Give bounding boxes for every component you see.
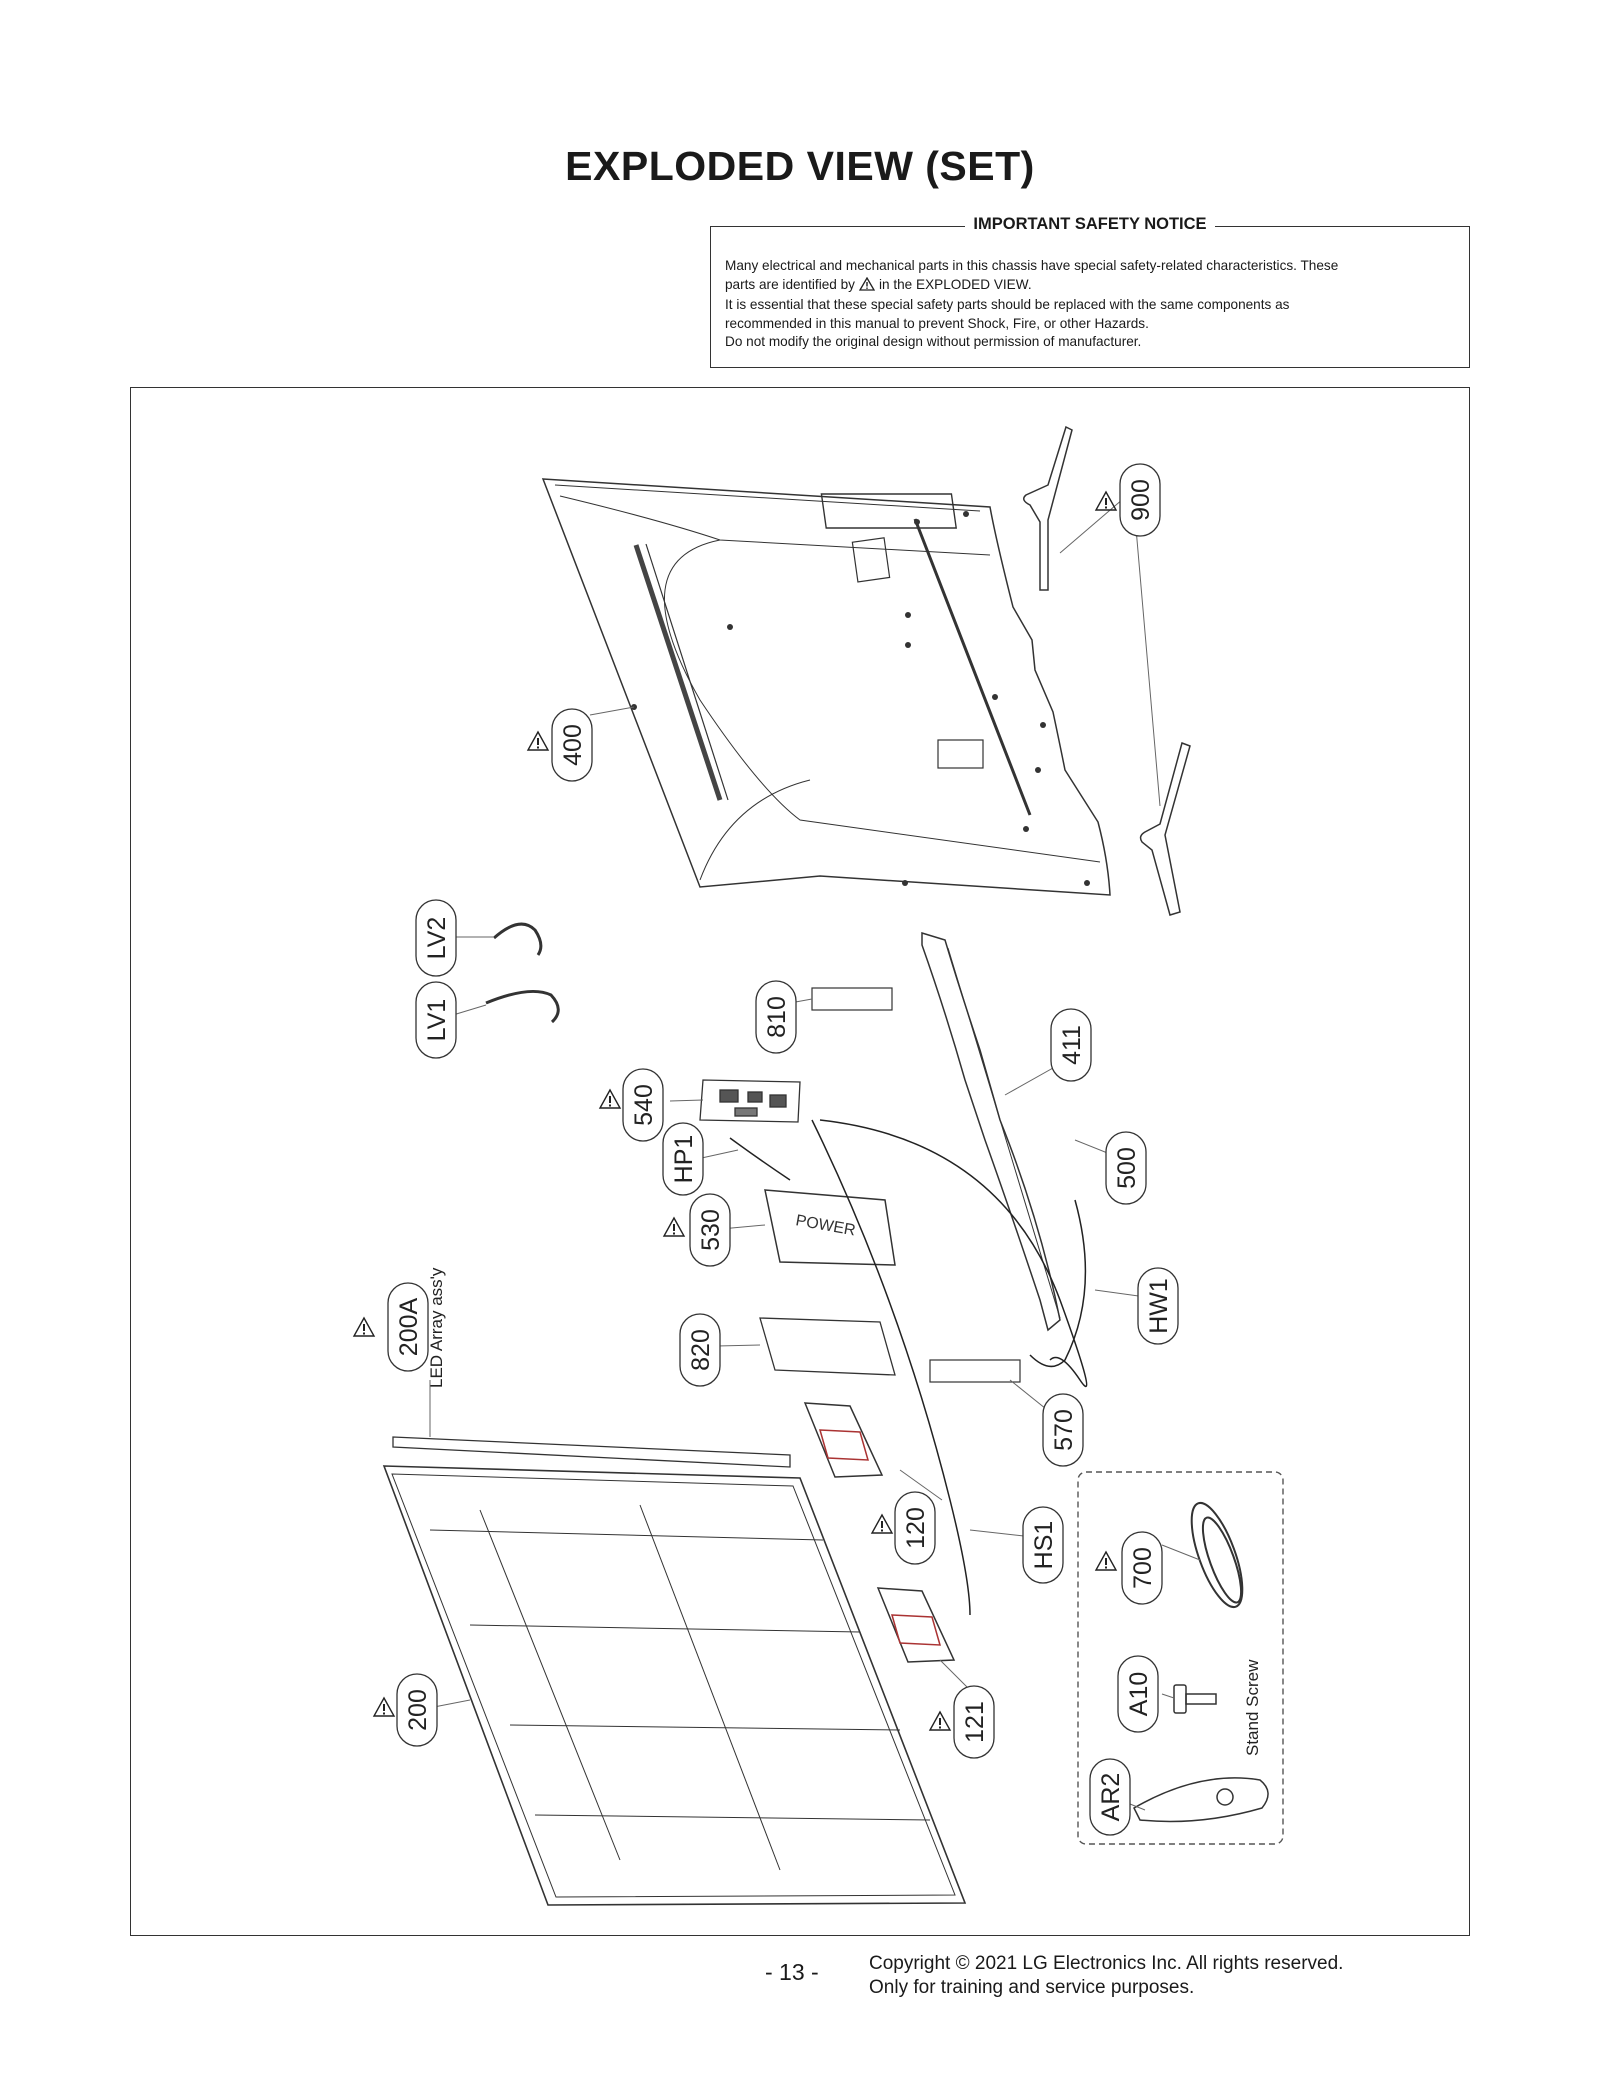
callout-hp1: HP1 (662, 1122, 704, 1196)
callout-121-text: 121 (961, 1701, 989, 1743)
callout-ar2: AR2 (1089, 1758, 1131, 1836)
callout-900: 900 (1119, 463, 1161, 537)
lvds-cable-lv1 (485, 989, 560, 1024)
callout-540: 540 (622, 1068, 664, 1142)
callout-ar2-text: AR2 (1097, 1773, 1125, 1822)
callout-200a-text: 200A (395, 1297, 423, 1356)
callout-810-text: 810 (763, 996, 791, 1038)
speaker-120 (803, 1402, 884, 1478)
warning-triangle-icon (373, 1697, 395, 1717)
notice-line-5: Do not modify the original design withou… (725, 334, 1142, 349)
callout-500-text: 500 (1113, 1147, 1141, 1189)
safety-notice-heading: IMPORTANT SAFETY NOTICE (711, 215, 1469, 234)
main-board (699, 1079, 801, 1123)
display-module (382, 1465, 967, 1906)
callout-hw1-text: HW1 (1145, 1278, 1173, 1334)
warning-triangle-icon (353, 1317, 375, 1337)
back-cover-holes (631, 511, 1090, 886)
callout-hs1-text: HS1 (1030, 1521, 1058, 1570)
warning-triangle-icon (599, 1089, 621, 1109)
page-number: - 13 - (765, 1959, 819, 1985)
notice-line-2a: parts are identified by (725, 276, 855, 292)
warning-triangle-icon (527, 731, 549, 751)
callout-lv2: LV2 (415, 899, 457, 977)
callout-530-text: 530 (697, 1209, 725, 1251)
callout-a10-text: A10 (1125, 1672, 1153, 1716)
accessories-box (1077, 1471, 1284, 1845)
callout-121: 121 (953, 1685, 995, 1759)
wiring (729, 1119, 1088, 1616)
callout-200-text: 200 (404, 1689, 432, 1731)
remote-control (1133, 1777, 1269, 1823)
callout-700: 700 (1121, 1531, 1163, 1605)
warning-triangle-icon (858, 276, 876, 297)
frame-bracket (811, 931, 1061, 1383)
warning-triangle-icon (663, 1217, 685, 1237)
led-array-label: LED Array ass'y (427, 1267, 446, 1388)
notice-line-4: recommended in this manual to prevent Sh… (725, 315, 1149, 331)
notice-line-3: It is essential that these special safet… (725, 297, 1290, 312)
shield-plate (759, 1317, 896, 1376)
callout-570-text: 570 (1050, 1409, 1078, 1451)
copyright-notice: Copyright © 2021 LG Electronics Inc. All… (869, 1952, 1343, 2000)
callout-400: 400 (551, 708, 593, 782)
stand-screw-label: Stand Screw (1243, 1659, 1262, 1756)
callout-hw1: HW1 (1137, 1267, 1179, 1345)
warning-triangle-icon (929, 1711, 951, 1731)
callout-500: 500 (1105, 1131, 1147, 1205)
stand-screw (1173, 1684, 1217, 1714)
callout-411: 411 (1050, 1008, 1092, 1082)
callout-540-text: 540 (630, 1084, 658, 1126)
notice-line-2: parts are identified by in the EXPLODED V… (725, 276, 1455, 297)
callout-hp1-text: HP1 (670, 1135, 698, 1184)
speaker-121 (876, 1587, 956, 1663)
warning-triangle-icon (1095, 1551, 1117, 1571)
copyright-line-1: Copyright © 2021 LG Electronics Inc. All… (869, 1953, 1344, 1974)
diagram-frame (130, 387, 1470, 1936)
callout-lv2-text: LV2 (423, 917, 451, 960)
notice-line-2b: in the EXPLODED VIEW. (878, 276, 1032, 292)
callout-700-text: 700 (1129, 1547, 1157, 1589)
notice-line-1: Many electrical and mechanical parts in … (725, 258, 1339, 273)
callout-570: 570 (1042, 1393, 1084, 1467)
led-array (392, 1436, 791, 1468)
stand-top (1023, 425, 1073, 591)
callout-530: 530 (689, 1193, 731, 1267)
callout-810: 810 (755, 980, 797, 1054)
callout-hs1: HS1 (1022, 1506, 1064, 1584)
stand-bottom (1139, 742, 1191, 916)
safety-notice-box: IMPORTANT SAFETY NOTICE Many electrical … (710, 215, 1470, 368)
lvds-cable-lv2 (493, 922, 543, 956)
callout-820: 820 (679, 1313, 721, 1387)
callout-200a: 200A (387, 1282, 429, 1372)
callout-lv1-text: LV1 (423, 999, 451, 1042)
power-board-label: POWER (794, 1212, 856, 1239)
power-cord (1190, 1501, 1244, 1609)
callout-200: 200 (396, 1673, 438, 1747)
callout-120-text: 120 (902, 1507, 930, 1549)
callout-120: 120 (894, 1491, 936, 1565)
copyright-line-2: Only for training and service purposes. (869, 1977, 1195, 1998)
callout-820-text: 820 (687, 1329, 715, 1371)
power-board: POWER (764, 1189, 896, 1266)
back-cover (541, 478, 1111, 896)
safety-notice-body: Many electrical and mechanical parts in … (725, 257, 1455, 352)
safety-notice-heading-text: IMPORTANT SAFETY NOTICE (965, 215, 1215, 233)
callout-411-text: 411 (1058, 1025, 1086, 1065)
warning-triangle-icon (871, 1514, 893, 1534)
callout-400-text: 400 (559, 724, 587, 766)
callout-lv1: LV1 (415, 981, 457, 1059)
callout-a10: A10 (1117, 1655, 1159, 1733)
callout-900-text: 900 (1127, 479, 1155, 521)
leader-lv (452, 936, 494, 1016)
page-title: EXPLODED VIEW (SET) (565, 143, 1035, 189)
leader-900 (1059, 492, 1161, 807)
